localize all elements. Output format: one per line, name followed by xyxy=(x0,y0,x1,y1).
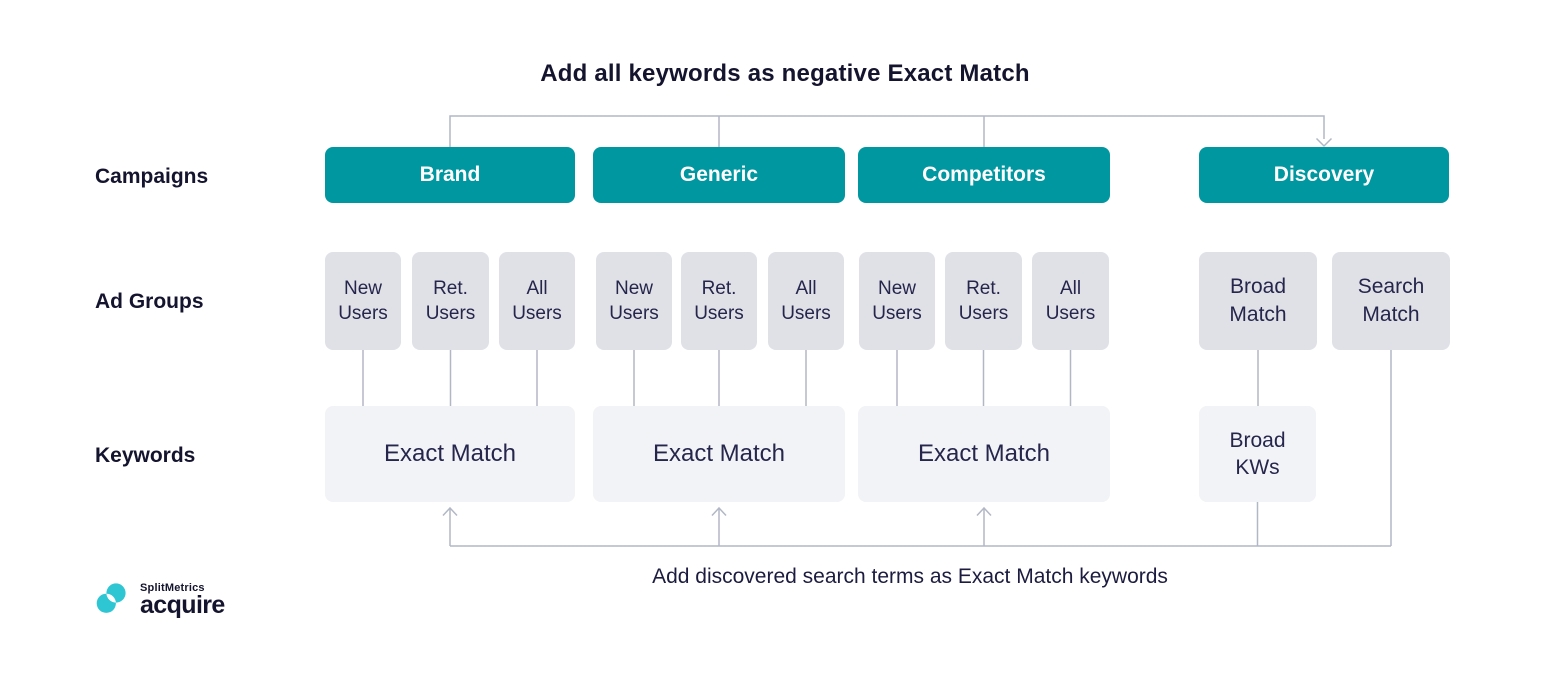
diagram-title: Add all keywords as negative Exact Match xyxy=(540,60,1030,87)
ad-group-box: Broad Match xyxy=(1199,252,1317,350)
ad-group-box: Ret. Users xyxy=(681,252,757,350)
arrow-down-discovery xyxy=(1315,137,1333,148)
logo-text: SplitMetrics acquire xyxy=(140,582,225,618)
ad-group-box: New Users xyxy=(325,252,401,350)
row-label-ad-groups: Ad Groups xyxy=(95,290,204,313)
ad-group-box: All Users xyxy=(768,252,844,350)
arrow-up-exact-match xyxy=(711,506,727,517)
logo-brand-text: SplitMetrics xyxy=(140,582,205,594)
bottom-annotation: Add discovered search terms as Exact Mat… xyxy=(652,565,1168,588)
splitmetrics-logo-icon xyxy=(96,583,126,613)
ad-group-box: Search Match xyxy=(1332,252,1450,350)
keyword-box: Broad KWs xyxy=(1199,406,1316,502)
logo-product-text: acquire xyxy=(140,591,225,619)
ad-group-box: New Users xyxy=(859,252,935,350)
ad-group-box: Ret. Users xyxy=(945,252,1022,350)
ad-group-box: Ret. Users xyxy=(412,252,489,350)
ad-group-box: New Users xyxy=(596,252,672,350)
splitmetrics-acquire-logo: SplitMetrics acquire xyxy=(96,582,416,626)
campaign-box-brand: Brand xyxy=(325,147,575,203)
campaign-box-competitors: Competitors xyxy=(858,147,1110,203)
ad-group-box: All Users xyxy=(499,252,575,350)
ad-group-box: All Users xyxy=(1032,252,1109,350)
keyword-box: Exact Match xyxy=(593,406,845,502)
campaign-box-discovery: Discovery xyxy=(1199,147,1449,203)
row-label-campaigns: Campaigns xyxy=(95,165,209,188)
arrow-up-exact-match xyxy=(442,506,458,517)
row-label-keywords: Keywords xyxy=(95,444,196,467)
keyword-box: Exact Match xyxy=(858,406,1110,502)
arrow-up-exact-match xyxy=(976,506,992,517)
keyword-box: Exact Match xyxy=(325,406,575,502)
top-connector xyxy=(449,115,1325,147)
campaign-box-generic: Generic xyxy=(593,147,845,203)
